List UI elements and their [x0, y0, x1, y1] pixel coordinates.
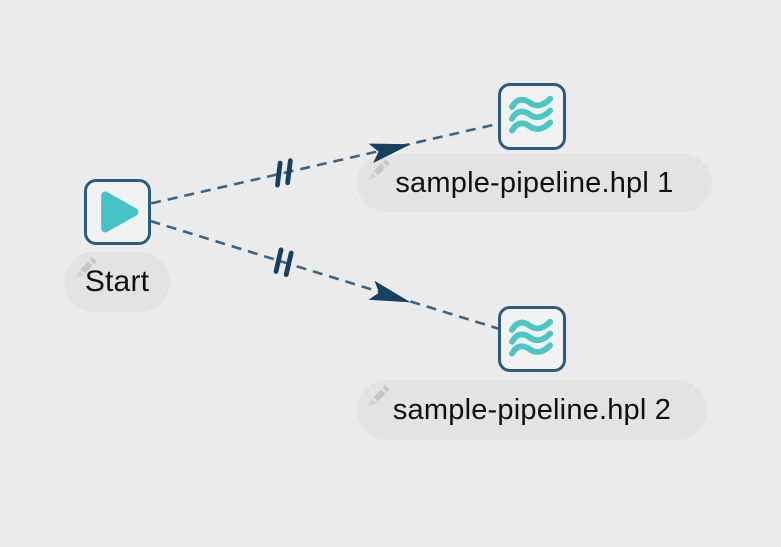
node-start[interactable] — [84, 179, 151, 245]
hop-dashed-line[interactable] — [117, 209, 533, 341]
node-pipeline-2[interactable] — [498, 306, 566, 372]
edit-pencil-icon — [75, 257, 97, 279]
hop-arrowhead-icon — [368, 280, 411, 303]
edit-pencil-icon — [368, 159, 390, 181]
play-icon — [101, 191, 139, 233]
node-pipeline-1[interactable] — [498, 83, 566, 150]
edit-pencil-icon — [368, 385, 390, 407]
hop-start-to-pipeline-2[interactable] — [117, 209, 533, 341]
pipeline-waves-icon — [509, 95, 554, 134]
pipeline-waves-icon — [509, 318, 554, 357]
node-label-text: sample-pipeline.hpl 1 — [395, 166, 674, 199]
parallel-execution-icon — [273, 247, 294, 278]
node-label-text: sample-pipeline.hpl 2 — [392, 393, 672, 426]
node-label-pipeline-1[interactable]: sample-pipeline.hpl 1 — [357, 154, 712, 212]
node-label-start[interactable]: Start — [64, 252, 170, 312]
parallel-execution-icon — [275, 158, 293, 188]
node-label-pipeline-2[interactable]: sample-pipeline.hpl 2 — [357, 380, 707, 440]
